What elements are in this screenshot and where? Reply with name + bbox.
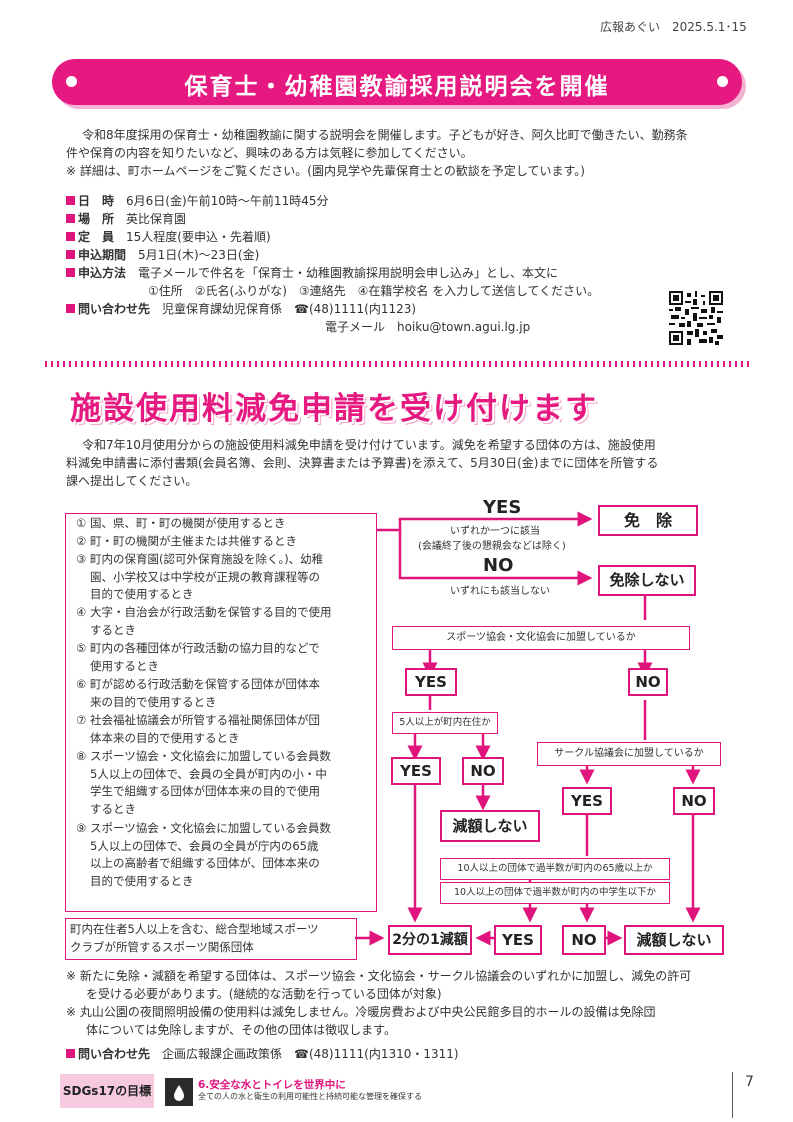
goal-title: 6.安全な水とトイレを世界中に (198, 1079, 346, 1091)
footnote-2: ※ 丸山公園の夜間照明設備の使用料は減免しません。冷暖房費および中央公民館多目的… (66, 1005, 656, 1019)
q-circle-member: サークル協議会に加盟しているか (537, 742, 721, 766)
yes-box-3: YES (562, 787, 612, 815)
half-reduction-box: 2分の1減額 (388, 925, 472, 955)
criterion-3: ③ 町内の保育園(認可外保育施設を除く。)、幼稚園、小学校又は中学校が正規の教育… (76, 552, 324, 601)
yes-label-top: YES (483, 497, 522, 518)
info-row-contact: 問い合わせ先 児童保育課幼児保育係 ☎(48)1111(内1123) (66, 300, 416, 318)
section2-title: 施設使用料減免申請を受け付けます (70, 391, 598, 427)
info-row-method: 申込方法 電子メールで件名を「保育士・幼稚園教諭採用説明会申し込み」とし、本文に (66, 264, 558, 282)
yes-box-2: YES (391, 757, 441, 785)
sdgs-label: SDGs17の目標 (60, 1074, 154, 1108)
section1-title: 保育士・幼稚園教諭採用説明会を開催 (184, 74, 610, 100)
criterion-4: ④ 大字・自治会が行政活動を保管する目的で使用するとき (76, 605, 332, 637)
footer-divider (732, 1072, 733, 1118)
yes-box-1: YES (405, 668, 457, 696)
criterion-6: ⑥ 町が認める行政活動を保管する団体が団体本来の目的で使用するとき (76, 677, 320, 709)
info-row-method-2: ①住所 ②氏名(ふりがな) ③連絡先 ④在籍学校名 を入力して送信してください。 (148, 284, 600, 298)
info-row-date: 日 時 6月6日(金)午前10時～午前11時45分 (66, 192, 328, 210)
goal-desc: 全ての人の水と衛生の利用可能性と持続可能な管理を確保する (198, 1092, 422, 1101)
sec1-note: ※ 詳細は、町ホームページをご覧ください。(園内見学や先輩保育士との歓談を予定し… (66, 164, 585, 178)
sdg-water-icon (165, 1078, 193, 1106)
criterion-7: ⑦ 社会福祉協議会が所管する福祉関係団体が団体本来の目的で使用するとき (76, 713, 320, 745)
sports-club-box: 町内在住者5人以上を含む、総合型地域スポーツ クラブが所管するスポーツ関係団体 (65, 918, 357, 960)
no-note: いずれにも該当しない (450, 586, 550, 597)
criterion-5: ⑤ 町内の各種団体が行政活動の協力目的などで使用するとき (76, 641, 320, 673)
issue-date: 広報あぐい 2025.5.1･15 (600, 20, 747, 34)
no-box-1: NO (628, 668, 668, 696)
criteria-box: ① 国、県、町・町の機関が使用するとき ② 町・町の機関が主催または共催するとき… (65, 513, 377, 912)
no-label-top: NO (483, 555, 514, 576)
footnote-1b: を受ける必要があります。(継続的な活動を行っている団体が対象) (86, 987, 442, 1001)
footnote-1: ※ 新たに免除・減額を希望する団体は、スポーツ協会・文化協会・サークル協議会のい… (66, 969, 692, 983)
yes-note2: (会議終了後の懇親会などは除く) (418, 541, 566, 552)
q-sports-member: スポーツ協会・文化協会に加盟しているか (392, 626, 690, 650)
no-reduction-box-1: 減額しない (440, 810, 540, 842)
no-box-4: NO (562, 925, 606, 955)
section-divider (45, 361, 750, 367)
exempt-box: 免 除 (598, 505, 698, 536)
info-row-capacity: 定 員 15人程度(要申込・先着順) (66, 228, 271, 246)
yes-note1: いずれか一つに該当 (450, 526, 540, 537)
page-number: 7 (745, 1074, 754, 1090)
sec2-intro-line3: 課へ提出してください。 (66, 474, 198, 488)
section1-banner: 保育士・幼稚園教諭採用説明会を開催 (52, 59, 742, 105)
no-box-2: NO (462, 757, 504, 785)
sec2-intro-line2: 料減免申請書に添付書類(会員名簿、会則、決算書または予算書)を添えて、5月30日… (66, 456, 659, 470)
footnote-2b: 体については免除しますが、その他の団体は徴収します。 (86, 1023, 396, 1037)
contact-email: 電子メール hoiku@town.agui.lg.jp (325, 320, 531, 334)
q-elderly: 10人以上の団体で過半数が町内の65歳以上か (440, 858, 670, 880)
qr-code[interactable] (669, 291, 723, 345)
sec1-intro-line1: 令和8年度採用の保育士・幼稚園教諭に関する説明会を開催します。子どもが好き、阿久… (82, 128, 688, 142)
no-reduction-box-2: 減額しない (624, 925, 724, 955)
info-row-place: 場 所 英比保育園 (66, 210, 186, 228)
q-five-residents: 5人以上が町内在住か (392, 712, 498, 734)
q-students: 10人以上の団体で過半数が町内の中学生以下か (440, 882, 670, 904)
criterion-1: ① 国、県、町・町の機関が使用するとき (76, 516, 286, 530)
not-exempt-box: 免除しない (598, 565, 696, 596)
sec2-intro-line1: 令和7年10月使用分からの施設使用料減免申請を受け付けています。減免を希望する団… (82, 438, 656, 452)
sec2-contact: 問い合わせ先 企画広報課企画政策係 ☎(48)1111(内1310・1311) (66, 1045, 459, 1063)
yes-box-4: YES (494, 925, 542, 955)
criterion-2: ② 町・町の機関が主催または共催するとき (76, 534, 297, 548)
no-box-3: NO (673, 787, 715, 815)
info-row-period: 申込期間 5月1日(木)～23日(金) (66, 246, 259, 264)
sec1-intro-line2: 件や保育の内容を知りたいなど、興味のある方は気軽に参加してください。 (66, 146, 473, 160)
